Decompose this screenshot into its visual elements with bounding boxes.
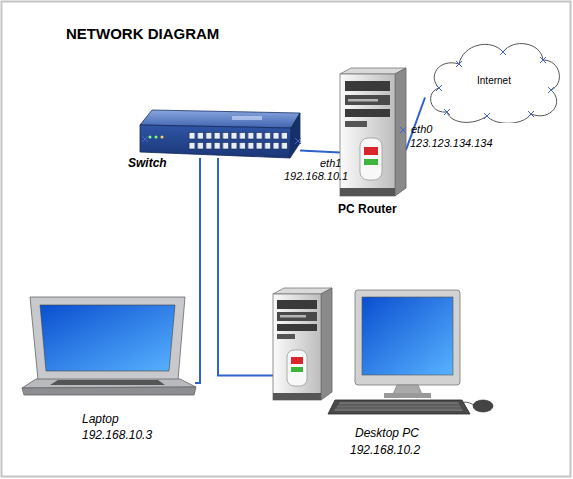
network-switch: Switch [140,108,300,158]
device-name: Laptop [82,413,119,426]
ip-address: 192.168.10.3 [82,429,152,442]
network-cable [300,151,340,153]
network-cable [195,158,200,383]
diagram-title: NETWORK DIAGRAM [66,26,219,43]
cloud-outline [431,44,560,123]
laptop: Laptop192.168.10.3 [20,295,195,395]
keyboard-mouse [328,400,493,414]
network-cable [218,158,273,376]
interface-name: eth1 [320,157,341,169]
laptop-computer [22,297,196,395]
ip-address: 192.168.10.2 [350,444,420,457]
desktop-monitor [355,290,460,398]
device-name: PC Router [338,203,397,216]
device-name: Desktop PC [355,427,419,440]
desktop-pc: Desktop PC192.168.10.2 [273,288,497,415]
cloud-label: Internet [477,75,511,86]
desktop-tower [273,288,332,400]
connection-point-marks [142,49,554,144]
interface-ip: 123.123.134.134 [410,137,493,149]
interface-ip: 192.168.10.1 [284,170,348,182]
switch-device [140,110,300,158]
router-tower [340,68,406,196]
interface-name: eth0 [411,123,432,135]
device-name: Switch [128,157,167,170]
router-pc: PC Router [340,68,406,196]
